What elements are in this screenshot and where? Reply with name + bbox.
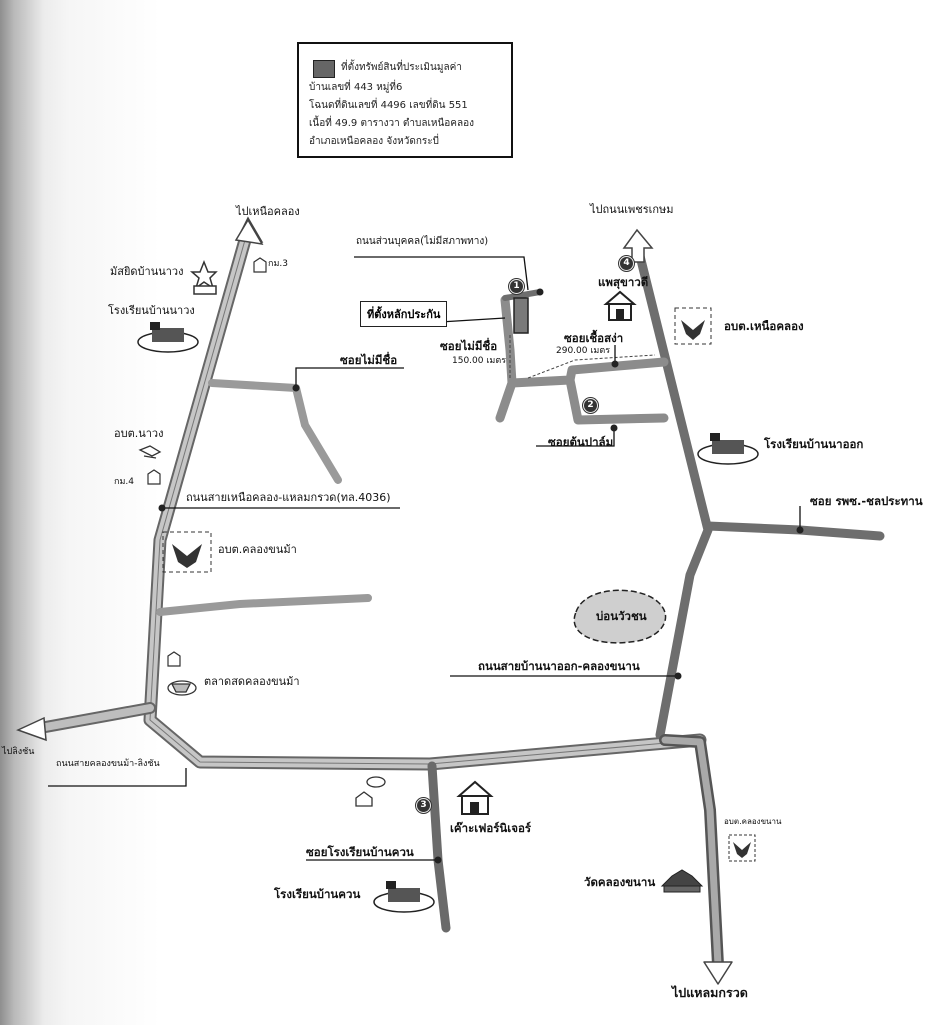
- market-icon: [167, 680, 197, 696]
- garuda-icon-khlong-khamao: [162, 531, 212, 573]
- distance-arrows: [509, 335, 656, 380]
- side-roads-left: [156, 379, 372, 616]
- marker-4: 4: [619, 256, 634, 271]
- label-collateral: ที่ตั้งหลักประกัน: [360, 301, 448, 327]
- label-obt-na-wong: อบต.นาวง: [114, 427, 164, 440]
- label-obt-khlong-khanan: อบต.คลองขนาน: [724, 817, 782, 826]
- junction-dots: [158, 288, 804, 864]
- small-sign-icon: [355, 776, 386, 807]
- legend-line-2: บ้านเลขที่ 443 หมู่ที่6: [309, 82, 403, 93]
- legend-line-5: อำเภอเหนือคลอง จังหวัดกระบี่: [309, 136, 439, 147]
- label-market: ตลาดสดคลองขนม้า: [204, 675, 300, 688]
- mosque-icon: [189, 259, 218, 295]
- label-soi-no-name-1: ซอยไม่มีชื่อ: [340, 353, 398, 367]
- legend-swatch: [313, 60, 335, 78]
- pond-area: [573, 589, 667, 644]
- label-soi-school-khuan: ซอยโรงเรียนบ้านควน: [306, 845, 414, 859]
- label-highway-4036: ถนนสายเหนือคลอง-แหลมกรวด(ทล.4036): [186, 491, 391, 504]
- label-school-na-wong: โรงเรียนบ้านนาวง: [108, 304, 195, 317]
- legend-box: ที่ตั้งทรัพย์สินที่ประเมินมูลค่า บ้านเลข…: [297, 42, 513, 158]
- label-to-nuea-khlong: ไปเหนือคลอง: [236, 205, 300, 218]
- label-soi-ton-pa-muang: ซอยต้นปาล์ม: [548, 435, 614, 449]
- label-to-laem-kruat: ไปแหลมกรวด: [672, 985, 748, 1000]
- km-marker-icon: [147, 257, 267, 667]
- label-soi-no-name-2: ซอยไม่มีชื่อ: [440, 339, 498, 353]
- label-obt-nuea-khlong: อบต.เหนือคลอง: [724, 319, 804, 333]
- label-dist-150: 150.00 เมตร: [452, 356, 507, 366]
- label-road-na-ok: ถนนสายบ้านนาออก-คลองขนาน: [478, 659, 640, 673]
- label-school-na-ok: โรงเรียนบ้านนาออก: [764, 437, 864, 451]
- label-school-khuan: โรงเรียนบ้านควน: [274, 887, 361, 901]
- arrow-up-nuea-khlong-icon: [234, 216, 264, 245]
- highway-4036-road: [143, 233, 707, 771]
- label-obt-khlong-khamao: อบต.คลองขนม้า: [218, 543, 297, 556]
- label-to-phetkasem: ไปถนนเพชรเกษม: [590, 203, 674, 216]
- soi-rp-sot-road: [703, 521, 885, 541]
- furniture-house-icon: [456, 780, 494, 815]
- label-road-khamao: ถนนสายคลองขนม้า-ลิงชัน: [56, 759, 160, 769]
- collateral-area-roads: [495, 295, 669, 425]
- label-mosque: มัสยิดบ้านนาวง: [110, 265, 184, 278]
- private-road: [502, 289, 543, 301]
- marker-2: 2: [583, 398, 598, 413]
- garuda-icon-khlong-khanan: [728, 834, 756, 862]
- label-soi-rp-sot: ซอย รพซ.-ชลประทาน: [810, 494, 923, 508]
- obt-na-wong-icon: [138, 445, 162, 459]
- label-soi-chuea-sa: ซอยเชื้อสง่า: [564, 331, 624, 345]
- label-to-ling-chan: ไปลิงชัน: [2, 747, 35, 757]
- marker-3: 3: [416, 798, 431, 813]
- label-pond: บ่อนวัวชน: [596, 609, 647, 623]
- road-to-phetkasem: [635, 251, 713, 740]
- label-furniture: เค๊าะเฟอร์นิเจอร์: [450, 821, 532, 835]
- road-khamao-ling-chan: [16, 702, 156, 742]
- label-pharmacy: แพสุขาวดี: [598, 275, 649, 289]
- leader-lines: [48, 256, 801, 861]
- legend-line-1: ที่ตั้งทรัพย์สินที่ประเมินมูลค่า: [341, 62, 462, 73]
- label-wat-khlong-khanan: วัดคลองขนาน: [584, 875, 656, 889]
- house-icon: [603, 290, 637, 321]
- legend-line-4: เนื้อที่ 49.9 ตารางวา ตำบลเหนือคลอง: [309, 118, 475, 129]
- legend-line-3: โฉนดที่ดินเลขที่ 4496 เลขที่ดิน 551: [309, 100, 468, 111]
- temple-icon: [660, 869, 704, 893]
- arrow-up-phetkasem-icon: [622, 228, 654, 263]
- garuda-icon-nuea-khlong: [674, 307, 712, 345]
- school-na-wong-icon: [137, 322, 199, 353]
- label-km3: กม.3: [268, 259, 288, 269]
- school-khuan-icon: [373, 881, 435, 913]
- marker-1: 1: [509, 279, 524, 294]
- school-na-ok-icon: [697, 433, 759, 465]
- road-to-laem-kruat: [659, 734, 733, 985]
- label-dist-290: 290.00 เมตร: [556, 346, 611, 356]
- collateral-plot: [513, 297, 529, 334]
- label-km4: กม.4: [114, 477, 134, 487]
- label-private-road: ถนนส่วนบุคคล(ไม่มีสภาพทาง): [356, 236, 489, 247]
